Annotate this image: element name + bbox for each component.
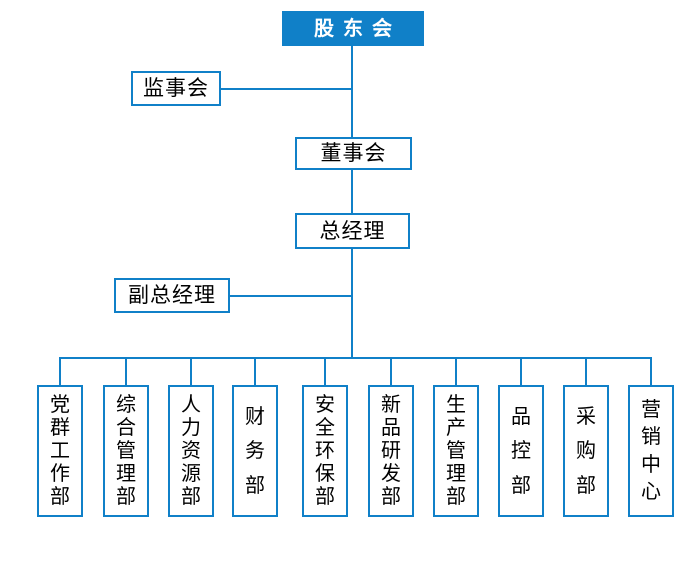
node-general-manager: 总经理 — [295, 213, 410, 249]
node-deputy-general-manager: 副总经理 — [114, 278, 230, 313]
drop-line-dept-3 — [190, 357, 192, 385]
dept-quality-control: 品控部 — [498, 385, 544, 517]
drop-line-dept-4 — [254, 357, 256, 385]
connector-board-to-gm — [351, 170, 353, 213]
connector-deputy-gm — [230, 295, 351, 297]
drop-line-dept-1 — [59, 357, 61, 385]
connector-shareholders-to-board — [351, 46, 353, 137]
dept-procurement: 采购部 — [563, 385, 609, 517]
dept-marketing-center: 营销中心 — [628, 385, 674, 517]
drop-line-dept-6 — [390, 357, 392, 385]
dept-finance: 财务部 — [232, 385, 278, 517]
node-board-of-directors: 董事会 — [295, 137, 412, 170]
node-shareholders-meeting: 股东会 — [282, 11, 424, 46]
drop-line-dept-10 — [650, 357, 652, 385]
drop-line-dept-8 — [520, 357, 522, 385]
connector-gm-to-departments — [351, 249, 353, 359]
dept-production-management: 生产管理部 — [433, 385, 479, 517]
drop-line-dept-9 — [585, 357, 587, 385]
dept-general-administration: 综合管理部 — [103, 385, 149, 517]
drop-line-dept-5 — [324, 357, 326, 385]
dept-new-product-rd: 新品研发部 — [368, 385, 414, 517]
dept-party-mass-work: 党群工作部 — [37, 385, 83, 517]
dept-human-resources: 人力资源部 — [168, 385, 214, 517]
dept-safety-environment: 安全环保部 — [302, 385, 348, 517]
connector-supervisory-board — [221, 88, 351, 90]
drop-line-dept-2 — [125, 357, 127, 385]
connector-departments-bus — [59, 357, 652, 359]
node-supervisory-board: 监事会 — [131, 71, 221, 106]
drop-line-dept-7 — [455, 357, 457, 385]
